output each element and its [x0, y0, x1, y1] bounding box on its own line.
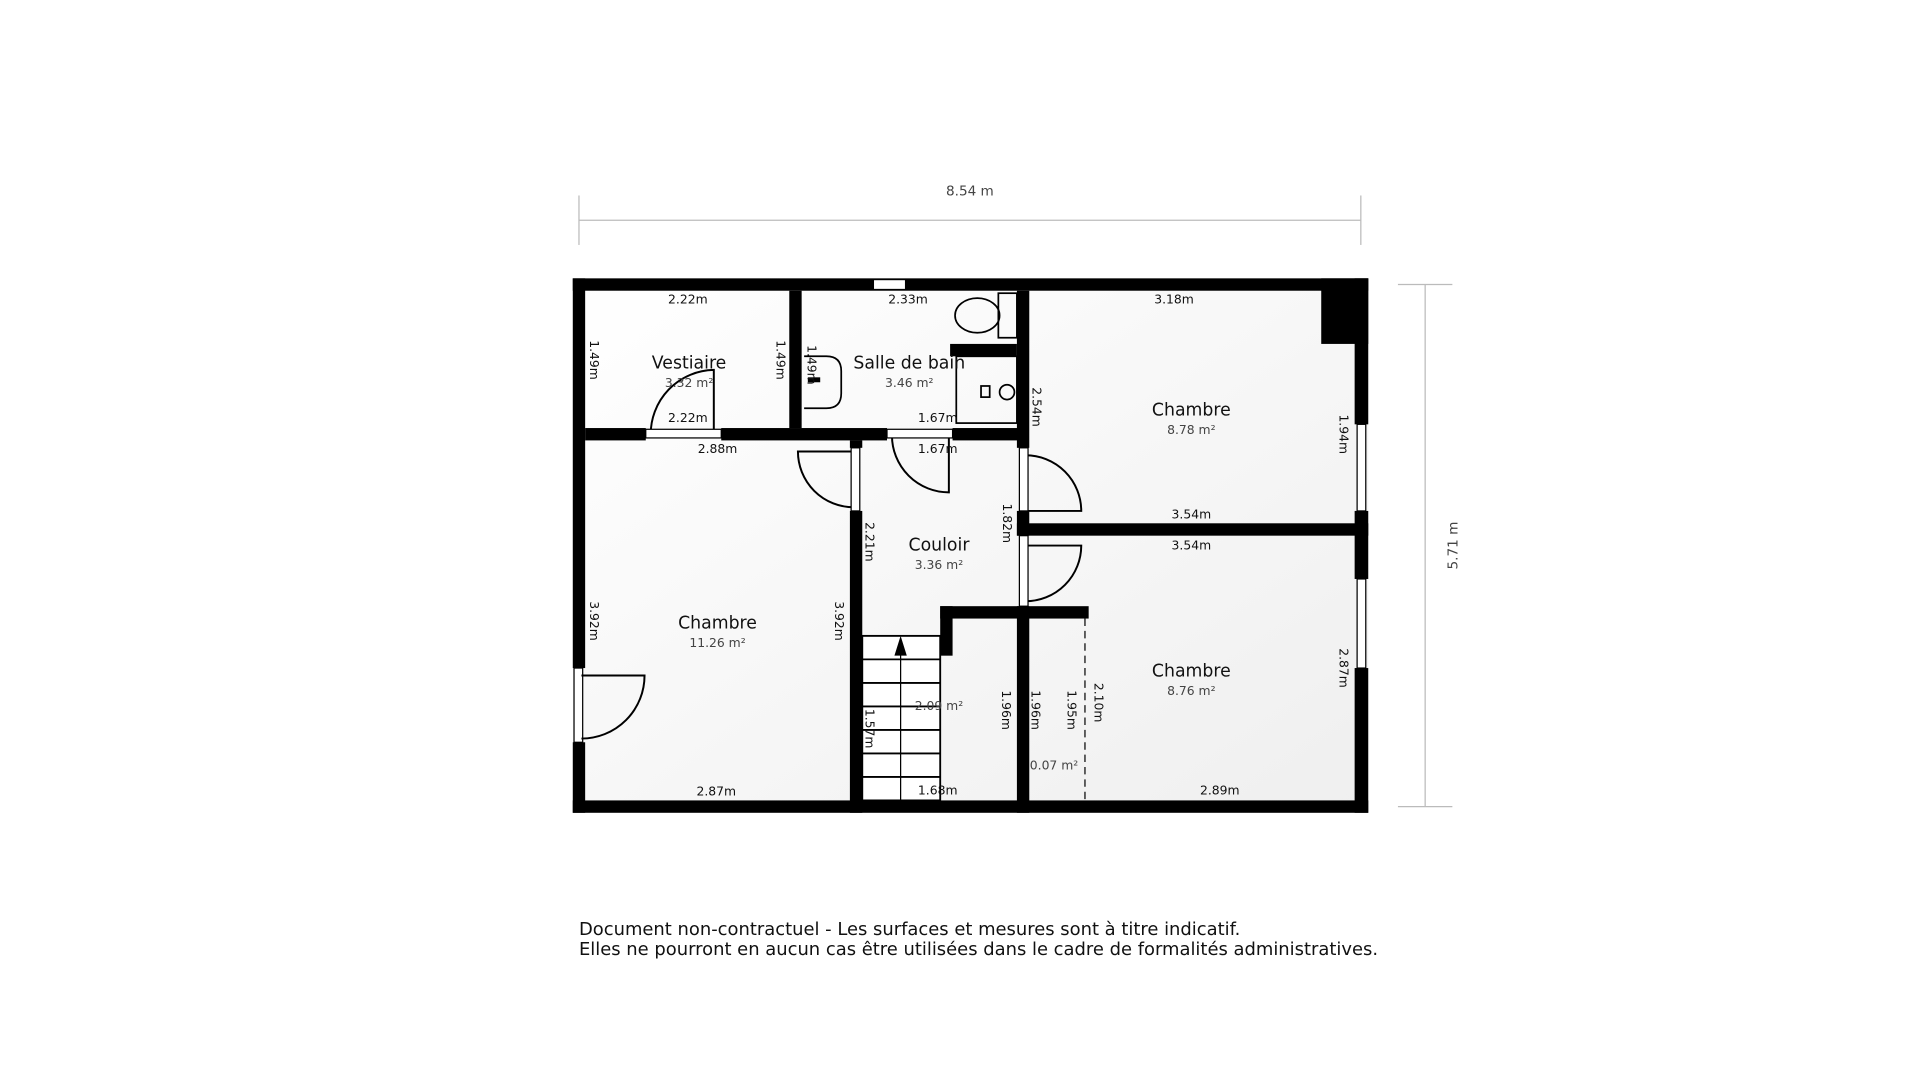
- dimension-label: 3.92m: [832, 601, 846, 641]
- dimension-label: 3.92m: [587, 601, 601, 641]
- disclaimer-line-2: Elles ne pourront en aucun cas être util…: [579, 939, 1378, 960]
- room-area: 3.32 m²: [665, 376, 713, 390]
- staircase-icon: [861, 634, 942, 802]
- dimension-label: 2.22m: [668, 411, 708, 425]
- disclaimer-line-1: Document non-contractuel - Les surfaces …: [579, 919, 1240, 940]
- dimension-label: 2.87m: [697, 785, 737, 799]
- height-dimension: [1397, 283, 1453, 808]
- room-name: Couloir: [909, 536, 971, 556]
- room-area: 8.76 m²: [1167, 684, 1215, 698]
- room-name: Salle de bain: [853, 354, 965, 374]
- dimension-label: 1.95m: [1064, 690, 1078, 730]
- dimension-label: 1.68m: [918, 784, 958, 798]
- room-area: 2.09 m²: [915, 699, 963, 713]
- dimension-label: 2.10m: [1092, 683, 1106, 723]
- walls: [572, 278, 1369, 813]
- dimension-label: 3.54m: [1172, 539, 1212, 553]
- width-dimension: [578, 195, 1362, 245]
- dimension-label: 2.87m: [1337, 648, 1351, 688]
- room-area: 0.07 m²: [1030, 758, 1078, 772]
- sink-icon: [804, 355, 843, 410]
- height-label: 5.71 m: [1446, 522, 1462, 570]
- room-area: 11.26 m²: [689, 636, 745, 650]
- room-name: Vestiaire: [652, 354, 727, 374]
- dimension-label: 2.22m: [668, 292, 708, 306]
- room-name: Chambre: [1152, 401, 1231, 421]
- shower-icon: [955, 355, 1018, 424]
- dimension-label: 1.67m: [918, 442, 958, 456]
- room-area: 3.46 m²: [885, 376, 933, 390]
- dimension-label: 2.89m: [1200, 784, 1240, 798]
- dimension-label: 1.57m: [863, 709, 877, 749]
- width-label: 8.54 m: [946, 184, 994, 200]
- dimension-label: 1.96m: [1028, 690, 1042, 730]
- dimension-label: 1.94m: [1337, 414, 1351, 454]
- floor: [572, 278, 1369, 813]
- dimension-label: 2.54m: [1030, 387, 1044, 427]
- dimension-label: 1.82m: [1000, 504, 1014, 544]
- dimension-label: 2.21m: [863, 522, 877, 562]
- dimension-label: 1.49m: [805, 345, 819, 385]
- windows: [573, 278, 1367, 743]
- dimension-label: 2.33m: [888, 292, 928, 306]
- dimension-label: 3.18m: [1154, 292, 1194, 306]
- room-name: Chambre: [1152, 662, 1231, 682]
- doors: [581, 368, 1086, 801]
- room-area: 3.36 m²: [915, 558, 963, 572]
- dimension-label: 3.54m: [1172, 508, 1212, 522]
- dimension-label: 1.49m: [587, 340, 601, 380]
- dimension-label: 2.88m: [698, 442, 738, 456]
- dimension-label: 1.96m: [999, 690, 1013, 730]
- dimension-label: 1.67m: [918, 411, 958, 425]
- room-name: Chambre: [678, 613, 757, 633]
- toilet-icon: [954, 292, 1018, 339]
- dimension-label: 1.49m: [774, 340, 788, 380]
- room-area: 8.78 m²: [1167, 423, 1215, 437]
